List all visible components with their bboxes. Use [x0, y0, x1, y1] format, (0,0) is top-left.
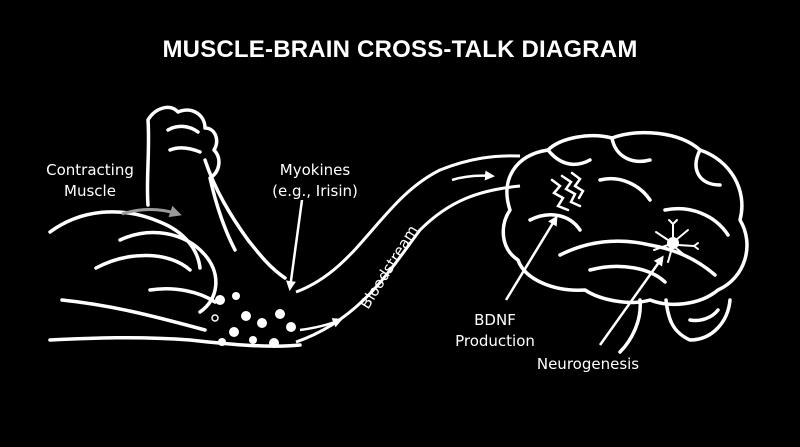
bdnf-pointer-arrow	[504, 215, 558, 301]
flow-arrow-lower	[299, 318, 343, 332]
neurogenesis-label-text: Neurogenesis	[536, 355, 640, 373]
myokine-particles	[211, 292, 296, 348]
myokines-pointer-arrow	[285, 199, 304, 291]
neuron-icon	[653, 219, 699, 263]
muscle-label-line2: Muscle	[64, 182, 116, 200]
protein-icon	[550, 171, 585, 212]
contraction-arrow	[121, 205, 182, 218]
myokines-label-line1: Myokines	[279, 161, 351, 179]
myokines-label-line2: (e.g., Irisin)	[272, 182, 358, 200]
bdnf-label-line2: Production	[455, 332, 535, 350]
bdnf-label-line1: BDNF	[474, 311, 516, 329]
bdnf-label: BDNF Production	[445, 310, 545, 352]
flow-arrow-upper	[451, 170, 495, 182]
flexed-arm-icon	[48, 105, 302, 348]
brain-icon	[501, 130, 749, 354]
myokines-label: Myokines (e.g., Irisin)	[255, 160, 375, 202]
muscle-label: Contracting Muscle	[30, 160, 150, 202]
muscle-label-line1: Contracting	[46, 161, 134, 179]
neurogenesis-pointer-arrow	[598, 255, 664, 346]
page-title: MUSCLE-BRAIN CROSS-TALK DIAGRAM	[162, 36, 638, 63]
neurogenesis-label: Neurogenesis	[528, 354, 648, 375]
